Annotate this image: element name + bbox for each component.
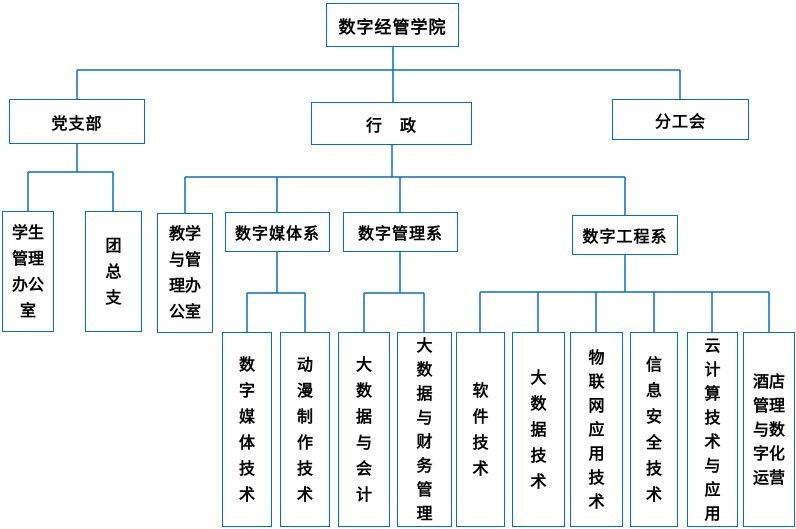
node-digital-mgmt-dept-label: 数字管理系	[357, 224, 443, 243]
node-digital-media-dept-label: 数字媒体系	[234, 224, 320, 243]
node-branch-union: 分工会	[612, 99, 749, 140]
node-hotel-mgmt-digital-ops-label: 酒店管理与数字化运营	[752, 371, 785, 487]
node-digital-media-dept: 数字媒体系	[225, 212, 330, 252]
node-digital-eng-dept: 数字工程系	[572, 215, 678, 255]
node-digital-media-tech: 数字媒体技术	[222, 332, 272, 527]
node-digital-media-tech-label: 数字媒体技术	[238, 354, 255, 504]
node-big-data-finance-mgmt-label: 大数据与财务管理	[416, 335, 433, 523]
node-teaching-mgmt-office-label: 教学与管理办公室	[168, 224, 201, 321]
node-big-data-finance-mgmt: 大数据与财务管理	[397, 332, 452, 527]
node-administration: 行 政	[311, 102, 472, 145]
node-iot-application-tech: 物联网应用技术	[570, 332, 623, 527]
node-big-data-accounting-label: 大数据与会计	[355, 354, 372, 504]
node-administration-label: 行 政	[365, 115, 417, 135]
node-cloud-computing-tech-label: 云计算技术与应用	[704, 335, 721, 523]
node-hotel-mgmt-digital-ops: 酒店管理与数字化运营	[743, 332, 795, 527]
node-software-tech-label: 软件技术	[472, 380, 489, 478]
node-software-tech: 软件技术	[456, 332, 505, 527]
node-branch-union-label: 分工会	[654, 111, 706, 131]
node-info-security-tech: 信息安全技术	[630, 332, 678, 527]
node-youth-league-committee-label: 团总支	[105, 235, 122, 307]
node-party-branch-label: 党支部	[51, 113, 103, 133]
node-root: 数字经管学院	[326, 3, 459, 47]
node-big-data-tech: 大数据技术	[512, 332, 565, 527]
node-root-label: 数字经管学院	[338, 17, 447, 38]
node-animation-production-tech-label: 动漫制作技术	[296, 354, 313, 504]
node-big-data-tech-label: 大数据技术	[530, 367, 547, 491]
node-animation-production-tech: 动漫制作技术	[280, 332, 330, 527]
node-big-data-accounting: 大数据与会计	[338, 332, 390, 527]
node-teaching-mgmt-office: 教学与管理办公室	[157, 213, 213, 333]
node-cloud-computing-tech: 云计算技术与应用	[687, 332, 738, 527]
node-youth-league-committee: 团总支	[85, 211, 142, 332]
node-student-affairs-office: 学生管理办公室	[2, 211, 54, 332]
node-iot-application-tech-label: 物联网应用技术	[588, 347, 605, 511]
node-student-affairs-office-label: 学生管理办公室	[11, 222, 44, 320]
node-digital-eng-dept-label: 数字工程系	[582, 227, 668, 246]
node-party-branch: 党支部	[9, 99, 145, 144]
node-digital-mgmt-dept: 数字管理系	[343, 212, 458, 252]
node-info-security-tech-label: 信息安全技术	[645, 354, 662, 504]
